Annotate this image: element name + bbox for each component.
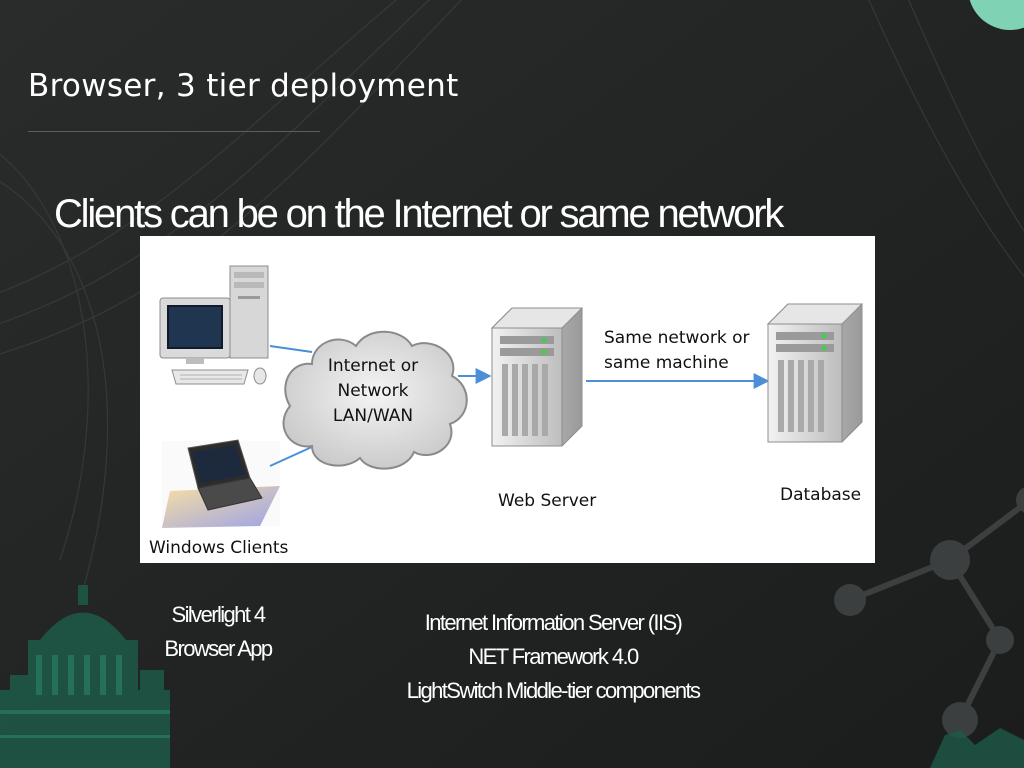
link-label-line: same machine [604,353,729,373]
laptop-computer-icon [162,439,280,528]
client-caption-line: Silverlight 4 [171,602,267,627]
web-server-icon [490,307,584,447]
cloud-label-line: Network [337,381,409,401]
slide-headline: Clients can be on the Internet or same n… [54,192,784,236]
cloud-label-line: LAN/WAN [332,406,414,426]
client-caption-line: Browser App [164,636,273,661]
link-label: Same network or same machine [604,326,749,376]
server-caption-line: LightSwitch Middle-tier components [406,678,701,703]
corner-circle-icon [969,0,1024,30]
database-label: Database [780,485,862,505]
cloud-label: Internet or Network LAN/WAN [308,354,438,429]
server-caption-line: Internet Information Server (IIS) [424,610,683,635]
database-server-icon [766,303,864,443]
diagram-artwork [159,265,864,528]
server-caption-line: NET Framework 4.0 [468,644,639,669]
deployment-diagram: Internet or Network LAN/WAN Same network… [140,236,875,563]
title-divider [28,131,320,132]
slide-title: Browser, 3 tier deployment [28,68,459,104]
network-cloud-icon [282,330,468,470]
link-label-line: Same network or [604,328,750,348]
cloud-label-line: Internet or [327,356,419,376]
server-caption: Internet Information Server (IIS) NET Fr… [353,606,753,708]
desktop-computer-icon [159,265,269,385]
windows-clients-label: Windows Clients [149,538,289,558]
web-server-label: Web Server [498,491,597,511]
client-caption: Silverlight 4 Browser App [148,598,288,666]
